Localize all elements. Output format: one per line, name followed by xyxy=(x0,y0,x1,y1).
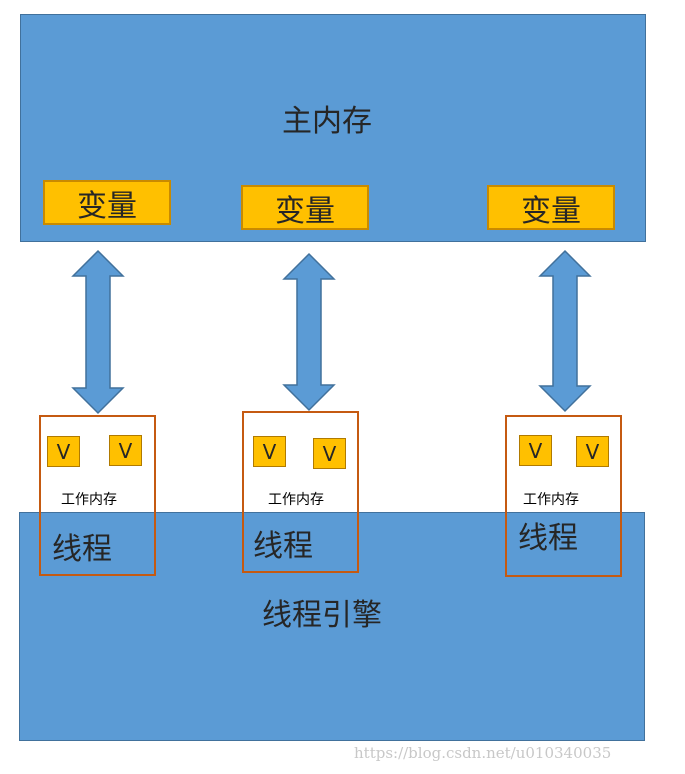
thread-2-label: 线程 xyxy=(253,529,313,564)
thread-1-var-copy-1: V xyxy=(47,436,80,467)
thread-box-3 xyxy=(505,415,622,577)
watermark-text: https://blog.csdn.net/u010340035 xyxy=(354,744,612,762)
thread-1-var-copy-2: V xyxy=(109,435,142,466)
thread-3-label: 线程 xyxy=(518,521,578,556)
thread-3-var-copy-1: V xyxy=(519,435,552,466)
thread-box-1 xyxy=(39,415,156,576)
main-memory-title: 主内存 xyxy=(282,104,372,139)
thread-1-label: 线程 xyxy=(52,532,112,567)
thread-2-var-copy-2: V xyxy=(313,438,346,469)
thread-box-2 xyxy=(242,411,359,573)
variable-box-2: 变量 xyxy=(241,185,369,230)
double-arrow-2-icon xyxy=(282,252,336,412)
thread-3-work-memory-label: 工作内存 xyxy=(523,492,579,508)
thread-1-work-memory-label: 工作内存 xyxy=(61,492,117,508)
thread-3-var-copy-2: V xyxy=(576,436,609,467)
variable-box-3: 变量 xyxy=(487,185,615,230)
thread-2-var-copy-1: V xyxy=(253,436,286,467)
double-arrow-1-icon xyxy=(71,249,125,415)
thread-engine-title: 线程引擎 xyxy=(262,598,382,633)
thread-engine-block xyxy=(19,512,645,741)
thread-2-work-memory-label: 工作内存 xyxy=(268,492,324,508)
variable-box-1: 变量 xyxy=(43,180,171,225)
double-arrow-3-icon xyxy=(538,249,592,413)
